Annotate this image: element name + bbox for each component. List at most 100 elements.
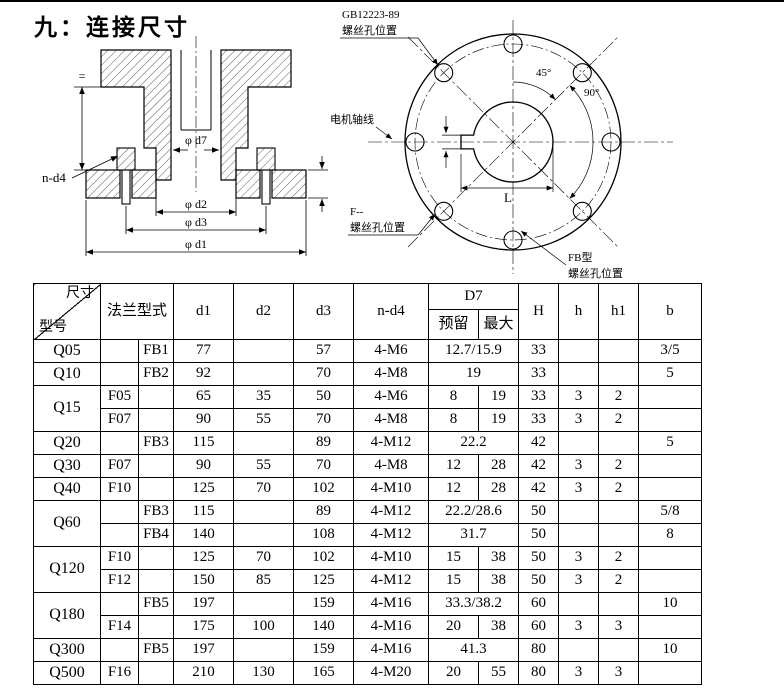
table-cell	[233, 638, 295, 662]
body-section	[100, 49, 292, 181]
table-cell: 5	[638, 431, 703, 455]
d7-cell: 22.2/28.6	[428, 500, 520, 524]
table-cell	[233, 500, 295, 524]
flange-f-cell	[100, 523, 139, 547]
table-cell	[598, 362, 640, 386]
header-h1: h1	[598, 283, 640, 340]
d7-cell: 22.2	[428, 431, 520, 455]
table-cell: 92	[173, 362, 235, 386]
table-cell: 80	[518, 661, 560, 685]
table-cell: 50	[518, 500, 560, 524]
table-cell: 77	[173, 339, 235, 363]
table-cell: 4-M12	[353, 569, 430, 593]
flange-f-cell: F05	[100, 385, 139, 409]
table-cell: 175	[173, 615, 235, 639]
d7-max-cell: 55	[478, 661, 520, 685]
table-cell: 4-M16	[353, 638, 430, 662]
table-cell: 65	[173, 385, 235, 409]
model-cell: Q40	[33, 477, 101, 501]
flange-fb-cell	[137, 615, 175, 639]
d7-cell: 33.3/38.2	[428, 592, 520, 616]
flange-fb-cell: FB5	[137, 638, 175, 662]
table-cell: 102	[293, 546, 355, 570]
table-cell	[558, 592, 600, 616]
shaft-bore	[460, 101, 554, 183]
flange-f-cell: F07	[100, 408, 139, 432]
table-cell: 140	[173, 523, 235, 547]
length-l-label: L	[504, 190, 512, 205]
header-d7: D7	[428, 283, 520, 310]
d7-max-cell: 38	[478, 546, 520, 570]
corner-header-top: 尺寸	[66, 286, 94, 301]
table-cell	[638, 546, 703, 570]
flange-fb-cell	[137, 661, 175, 685]
gb-standard-label: GB12223-89	[342, 9, 400, 21]
d7-cell: 12.7/15.9	[428, 339, 520, 363]
table-cell: 5	[638, 362, 703, 386]
header-H: H	[518, 283, 560, 340]
table-cell: 4-M12	[353, 500, 430, 524]
flange-fb-cell	[137, 454, 175, 478]
table-cell: 2	[598, 477, 640, 501]
face-labels: GB12223-89 螺丝孔位置 电机轴线 45° 90° L F-- 螺丝孔位…	[330, 9, 623, 280]
table-cell: 102	[293, 477, 355, 501]
dimension-table: 尺寸 型号 法兰型式 d1 d2 d3 n-d4 D7 H h h1 b 预留 …	[33, 283, 703, 685]
table-cell: 3/5	[638, 339, 703, 363]
d7-pre-cell: 12	[428, 477, 480, 501]
flange-f-cell: F07	[100, 454, 139, 478]
table-cell: 90	[173, 454, 235, 478]
dim-label-d7: φ d7	[185, 133, 207, 147]
table-cell	[598, 638, 640, 662]
table-cell: 3	[558, 661, 600, 685]
table-cell: 140	[293, 615, 355, 639]
table-cell: 5/8	[638, 500, 703, 524]
dim-label-d1: φ d1	[185, 237, 207, 251]
flange-fb-cell: FB3	[137, 500, 175, 524]
table-cell: 197	[173, 592, 235, 616]
table-cell: 35	[233, 385, 295, 409]
bolt-holes	[405, 34, 621, 250]
table-cell: 4-M10	[353, 477, 430, 501]
dim-label-d3: φ d3	[185, 215, 207, 229]
model-cell: Q30	[33, 454, 101, 478]
motor-axis-label: 电机轴线	[330, 112, 374, 126]
dimension-labels: = n-d4 φ d7 φ d2 φ d3 φ d1	[42, 69, 207, 251]
flange-circles	[404, 33, 622, 251]
table-cell: 165	[293, 661, 355, 685]
flange-f-cell	[100, 638, 139, 662]
model-cell: Q180	[33, 592, 101, 639]
header-n-d4: n-d4	[353, 283, 430, 340]
table-cell: 159	[293, 592, 355, 616]
table-cell: 50	[518, 546, 560, 570]
header-d1: d1	[173, 283, 235, 340]
table-cell: 4-M8	[353, 362, 430, 386]
d7-pre-cell: 15	[428, 569, 480, 593]
table-cell: 125	[173, 477, 235, 501]
f-holes-label: 螺丝孔位置	[350, 220, 405, 234]
flange-fb-cell: FB4	[137, 523, 175, 547]
table-cell: 90	[173, 408, 235, 432]
table-cell	[638, 477, 703, 501]
table-cell: 125	[173, 546, 235, 570]
d7-max-cell: 19	[478, 385, 520, 409]
model-cell: Q20	[33, 431, 101, 455]
d7-max-cell: 28	[478, 477, 520, 501]
cross-section-drawing: = n-d4 φ d7 φ d2 φ d3 φ d1	[42, 36, 328, 256]
table-cell: 57	[293, 339, 355, 363]
flange-plate-section	[85, 169, 307, 199]
table-cell: 4-M16	[353, 615, 430, 639]
table-cell: 3	[558, 408, 600, 432]
table-cell: 4-M12	[353, 431, 430, 455]
d7-pre-cell: 12	[428, 454, 480, 478]
table-cell: 3	[558, 546, 600, 570]
table-cell: 4-M8	[353, 408, 430, 432]
model-cell: Q500	[33, 661, 101, 685]
d7-pre-cell: 15	[428, 546, 480, 570]
flange-fb-cell: FB2	[137, 362, 175, 386]
